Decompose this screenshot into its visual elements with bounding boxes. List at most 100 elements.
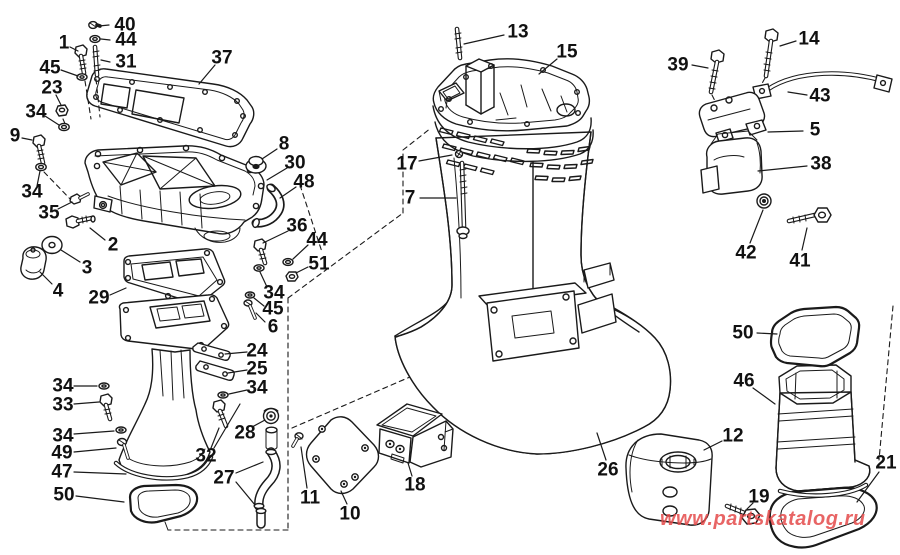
grommet-28-icon xyxy=(262,407,280,425)
leader-line-c8 xyxy=(261,148,278,160)
leader-line-c34c xyxy=(259,271,268,288)
bolt-14-icon xyxy=(763,28,779,79)
leader-line-c6 xyxy=(255,312,266,323)
ground-plate-24 xyxy=(192,342,231,361)
mount-38 xyxy=(700,130,763,195)
leader-line-c2 xyxy=(89,227,106,241)
leader-line-c23 xyxy=(55,94,62,106)
part-number-c45b: 45 xyxy=(262,299,284,320)
leader-line-c19 xyxy=(746,502,754,510)
leader-line-c4 xyxy=(39,271,53,285)
mount-pad xyxy=(478,262,617,362)
nut-44-mid-icon xyxy=(282,257,294,267)
part-number-c33: 33 xyxy=(52,395,73,416)
leader-line-c32 xyxy=(210,427,220,449)
leader-line-c10 xyxy=(340,490,348,505)
leader-line-c48 xyxy=(279,186,297,199)
leader-line-c34f xyxy=(73,430,115,435)
part-number-c44a: 44 xyxy=(115,30,137,51)
leader-line-c27 xyxy=(235,481,256,506)
part-number-c19: 19 xyxy=(748,487,769,508)
bolt-35-icon xyxy=(69,192,90,205)
part-number-c32: 32 xyxy=(195,446,216,467)
part-number-c26: 26 xyxy=(597,460,618,481)
part-number-c18: 18 xyxy=(404,475,425,496)
leader-line-c35 xyxy=(57,201,73,210)
leader-line-c31 xyxy=(100,59,111,63)
part-number-c34f: 34 xyxy=(52,426,74,447)
part-number-c2: 2 xyxy=(108,235,119,256)
leader-line-c33 xyxy=(73,401,100,405)
screw-40-icon xyxy=(88,20,102,30)
part-number-c6: 6 xyxy=(268,317,279,338)
part-number-c36: 36 xyxy=(286,216,307,237)
washer-45-mid-icon xyxy=(244,291,256,299)
stud-13-icon xyxy=(454,26,463,61)
screw-17-icon xyxy=(454,149,464,159)
leader-line-c43 xyxy=(787,91,808,96)
bolt-39-icon xyxy=(708,49,725,95)
part-number-c34c: 34 xyxy=(263,283,285,304)
part-number-c21: 21 xyxy=(875,453,897,474)
washer-45-icon xyxy=(76,73,88,81)
leader-line-c28 xyxy=(251,419,266,428)
cap-4-icon xyxy=(20,246,47,280)
bolt-32-icon xyxy=(212,399,229,429)
part-number-c42: 42 xyxy=(735,243,756,264)
part-number-c34a: 34 xyxy=(25,102,47,123)
leader-line-c41 xyxy=(801,227,808,251)
part-number-c46: 46 xyxy=(733,371,754,392)
leader-line-c29 xyxy=(109,287,127,296)
part-number-c24: 24 xyxy=(246,341,268,362)
leader-line-c11 xyxy=(300,446,308,489)
part-number-c25: 25 xyxy=(246,359,268,380)
water-tube-elbow-48 xyxy=(251,183,285,229)
cover-plate-10 xyxy=(305,416,380,495)
inner-exhaust-housing-47 xyxy=(113,294,230,481)
grommet-8-icon xyxy=(245,155,267,174)
leader-line-c26 xyxy=(596,432,607,461)
nut-44-icon xyxy=(89,34,101,44)
screw-6-icon xyxy=(243,299,257,320)
leader-line-c14 xyxy=(779,40,797,47)
part-number-c48: 48 xyxy=(293,172,314,193)
leader-line-c50l xyxy=(75,495,125,503)
part-number-c31: 31 xyxy=(115,52,137,73)
washer-34-icon xyxy=(253,264,265,272)
gasket-50-right xyxy=(769,305,861,368)
washer-34-mid-icon xyxy=(115,426,127,434)
part-number-c50r: 50 xyxy=(732,323,753,344)
leader-line-c34a xyxy=(44,115,60,126)
part-number-c17: 17 xyxy=(396,154,417,175)
clamp-housing-12 xyxy=(625,433,713,526)
part-number-c14: 14 xyxy=(798,29,820,50)
part-number-c37: 37 xyxy=(211,48,232,69)
plug-2-icon xyxy=(65,215,96,229)
stud-31-icon xyxy=(92,44,101,78)
part-number-c34d: 34 xyxy=(246,378,268,399)
part-number-c45a: 45 xyxy=(39,58,61,79)
leader-line-c49 xyxy=(73,447,117,453)
leader-line-c44b xyxy=(292,244,309,260)
assembly-dash-lines xyxy=(40,77,894,531)
water-tube-27 xyxy=(253,426,281,529)
part-number-c12: 12 xyxy=(722,426,743,447)
part-number-c38: 38 xyxy=(810,154,831,175)
part-number-c11: 11 xyxy=(300,488,321,509)
nut-23-icon xyxy=(55,104,69,117)
part-number-c34e: 34 xyxy=(52,376,74,397)
part-number-c50l: 50 xyxy=(53,485,74,506)
washer-34-right-icon xyxy=(217,391,229,399)
part-number-c30: 30 xyxy=(284,153,305,174)
part-number-c23: 23 xyxy=(41,78,62,99)
water-intake-18 xyxy=(376,403,454,468)
part-number-c1: 1 xyxy=(59,33,70,54)
part-number-c15: 15 xyxy=(556,42,578,63)
part-number-c40: 40 xyxy=(114,15,135,36)
leader-line-c39 xyxy=(691,64,709,69)
part-number-c51: 51 xyxy=(308,254,330,275)
leader-line-c5 xyxy=(767,130,804,133)
bracket-5 xyxy=(698,91,767,143)
washer-3-icon xyxy=(41,235,63,255)
